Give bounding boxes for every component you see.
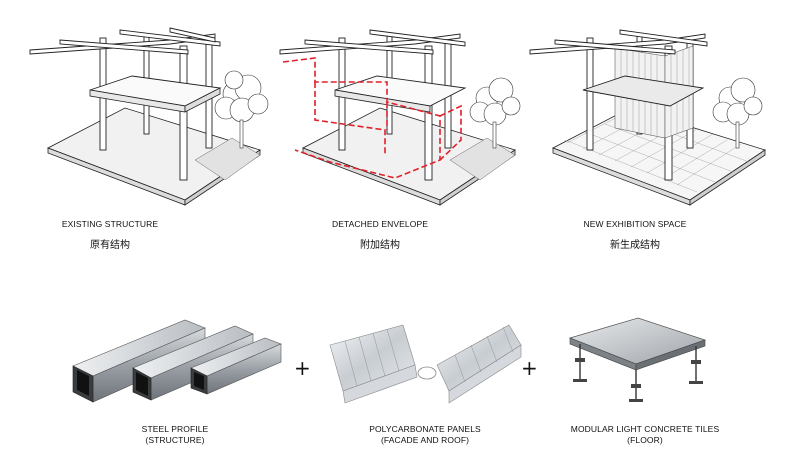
polycarbonate-panels-image <box>329 324 522 404</box>
diagram-label-detached-cn: 附加结构 <box>360 240 400 251</box>
material-label-polycarbonate: POLYCARBONATE PANELS (FACADE AND ROOF) <box>340 424 510 446</box>
material-label-steel-line1: STEEL PROFILE <box>141 424 209 434</box>
material-label-polycarbonate-line1: POLYCARBONATE PANELS <box>369 424 481 434</box>
detached-envelope-drawing <box>279 29 521 206</box>
diagram-label-existing: EXISTING STRUCTURE <box>61 219 159 229</box>
material-label-concrete-tiles-line1: MODULAR LIGHT CONCRETE TILES <box>570 424 720 434</box>
existing-structure-drawing <box>29 27 269 206</box>
diagram-label-new-space-cn: 新生成结构 <box>610 240 660 251</box>
diagram-label-existing-cn: 原有结构 <box>90 240 130 251</box>
new-exhibition-space-drawing <box>529 29 766 206</box>
material-label-concrete-tiles-line2: (FLOOR) <box>627 435 663 445</box>
plus-operator-2: + <box>521 356 538 380</box>
steel-profile-image <box>72 319 282 403</box>
modular-concrete-tile-image <box>568 317 707 402</box>
plus-operator-1: + <box>294 356 311 380</box>
material-label-steel: STEEL PROFILE (STRUCTURE) <box>105 424 245 446</box>
diagram-label-new-space: NEW EXHIBITION SPACE <box>583 219 687 229</box>
material-label-concrete-tiles: MODULAR LIGHT CONCRETE TILES (FLOOR) <box>560 424 730 446</box>
material-label-steel-line2: (STRUCTURE) <box>145 435 205 445</box>
material-label-polycarbonate-line2: (FACADE AND ROOF) <box>380 435 470 445</box>
diagram-label-detached: DETACHED ENVELOPE <box>331 219 428 229</box>
